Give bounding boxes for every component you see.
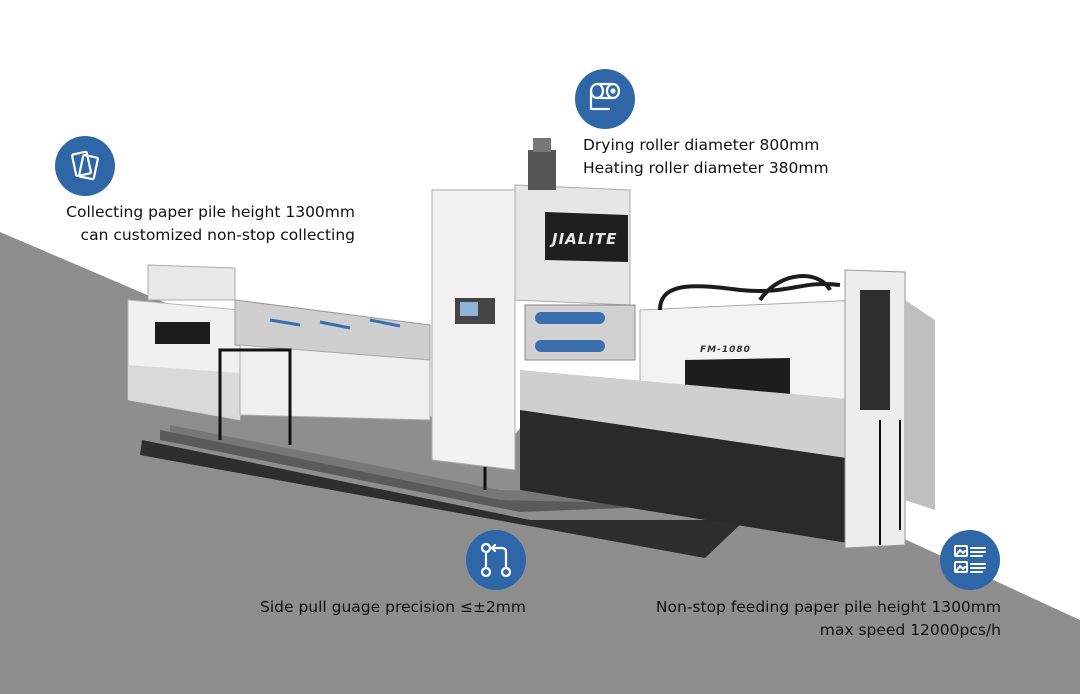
drying-spec: Drying roller diameter 800mm Heating rol… [583,134,829,180]
drying-spec-line2: Heating roller diameter 380mm [583,159,829,177]
route-icon [466,530,526,590]
document-list-icon [940,530,1000,590]
brand-plate [545,212,628,262]
feeding-spec: Non-stop feeding paper pile height 1300m… [600,596,1001,642]
collecting-spec-line1: Collecting paper pile height 1300mm [66,203,355,221]
collecting-spec: Collecting paper pile height 1300mm can … [60,201,355,247]
drying-spec-line1: Drying roller diameter 800mm [583,136,820,154]
model-label: FM-1080 [700,345,751,355]
side-pull-spec: Side pull guage precision ≤±2mm [260,596,526,619]
paper-roll-icon [575,69,635,129]
feeding-spec-line2: max speed 12000pcs/h [819,621,1001,639]
collecting-spec-line2: can customized non-stop collecting [80,226,355,244]
collector-window [155,322,210,344]
feeding-spec-line1: Non-stop feeding paper pile height 1300m… [655,598,1001,616]
brand-label: JIALITE [549,230,617,248]
side-pull-spec-line1: Side pull guage precision ≤±2mm [260,598,526,616]
paper-stack-icon [55,136,115,196]
